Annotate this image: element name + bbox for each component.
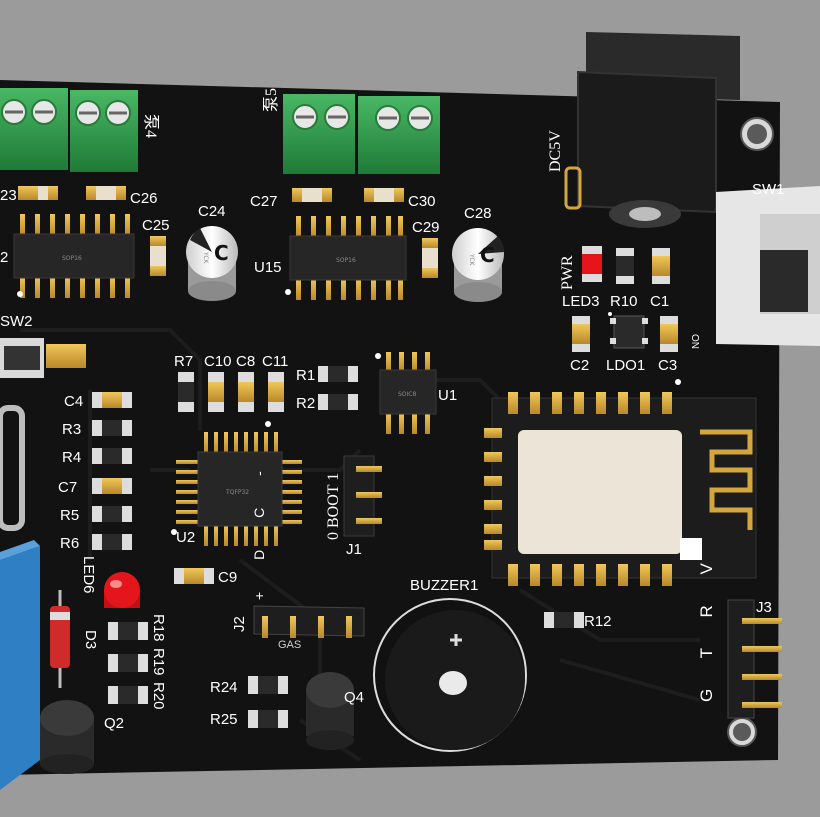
gas-sensor-header-j2 [253, 605, 365, 638]
ldo-regulator [610, 315, 648, 349]
label-r1: R1 [296, 367, 315, 384]
label-r12: R12 [584, 613, 612, 630]
label-u1: U1 [438, 387, 457, 404]
led6-red [104, 572, 140, 608]
label-r20: R20 [150, 682, 167, 710]
label-d3: D3 [82, 630, 99, 649]
label-led6: LED6 [80, 556, 97, 594]
dc-barrel-jack [564, 32, 740, 228]
chip-mark-sop16-right: SOP16 [336, 257, 356, 264]
label-c10: C10 [204, 353, 232, 370]
label-c2: C2 [570, 357, 589, 374]
label-r7: R7 [174, 353, 193, 370]
label-r2: R2 [296, 395, 315, 412]
buzzer [373, 598, 527, 752]
electrolytic-cap-c28 [452, 228, 504, 302]
label-r19: R19 [150, 648, 167, 676]
boot-header-j1 [343, 455, 382, 537]
label-buzzer: BUZZER1 [410, 577, 478, 594]
chip-sop16-right [289, 216, 407, 300]
label-q4: Q4 [344, 689, 364, 706]
transistor-q4 [306, 672, 354, 750]
cap-mark-c28: C [480, 243, 495, 267]
label-r24: R24 [210, 679, 238, 696]
label-r25: R25 [210, 711, 238, 728]
label-j2: J2 [231, 616, 248, 632]
label-c24: C24 [198, 203, 226, 220]
chip-sop16-left [13, 214, 135, 298]
label-r3: R3 [62, 421, 81, 438]
label-c23: 23 [0, 187, 17, 204]
label-j2-pins: + D C - [251, 457, 267, 600]
label-c30: C30 [408, 193, 436, 210]
silkscreen-dots [17, 289, 681, 535]
chip-mark-tqfp32: TQFP32 [225, 489, 249, 496]
label-c26: C26 [130, 190, 158, 207]
label-j2-sub: GAS [278, 639, 301, 651]
label-c1: C1 [650, 293, 669, 310]
smd-passives [18, 186, 678, 728]
label-sw2: SW2 [0, 313, 33, 330]
terminal-block-pump3 [0, 88, 68, 170]
label-c9: C9 [218, 569, 237, 586]
cap-sub-c24: YCK [202, 251, 209, 265]
chip-soic8-u1 [379, 352, 437, 434]
label-r10: R10 [610, 293, 638, 310]
label-on: ON [689, 334, 700, 349]
transistor-q2 [40, 700, 94, 774]
label-c29: C29 [412, 219, 440, 236]
cap-mark-c24: C [214, 241, 229, 265]
label-pump5: 泵5 [262, 88, 280, 112]
label-c7: C7 [58, 479, 77, 496]
label-led3: LED3 [562, 293, 600, 310]
label-j3-pins: G T R V [697, 550, 716, 702]
relay-blue [0, 540, 40, 790]
label-u-left: 2 [0, 249, 8, 266]
label-c3: C3 [658, 357, 677, 374]
crystal-oscillator [0, 405, 25, 531]
label-u2: U2 [176, 529, 195, 546]
terminal-block-pump4 [70, 90, 138, 172]
label-pwr: PWR [559, 255, 576, 290]
label-ldo1: LDO1 [606, 357, 645, 374]
label-c8: C8 [236, 353, 255, 370]
label-r18: R18 [150, 614, 167, 642]
label-q2: Q2 [104, 715, 124, 732]
electrolytic-cap-c24 [186, 226, 238, 301]
wifi-module [484, 392, 757, 586]
terminal-block-pump5a [283, 94, 355, 174]
label-c4: C4 [64, 393, 83, 410]
label-c27: C27 [250, 193, 278, 210]
label-r6: R6 [60, 535, 79, 552]
cap-sub-c28: YCK [468, 253, 475, 267]
label-dc5v: DC5V [547, 130, 564, 172]
chip-mark-soic8: SOIC8 [398, 391, 416, 398]
label-boot: 0 BOOT 1 [325, 473, 342, 540]
slide-switch-sw1 [716, 186, 820, 346]
tactile-switch-sw2 [0, 338, 86, 378]
label-c28: C28 [464, 205, 492, 222]
terminal-block-pump5b [358, 96, 440, 174]
label-r5: R5 [60, 507, 79, 524]
diode-d3 [50, 590, 70, 688]
silkscreen-labels: 泵4 泵5 23 C26 C27 C30 C24 C25 C28 C29 U15… [0, 88, 785, 732]
uart-header-j3 [727, 599, 782, 719]
chip-mark-sop16-left: SOP16 [62, 255, 82, 262]
chip-tqfp32-u2 [176, 432, 302, 546]
label-pump4: 泵4 [142, 114, 160, 138]
label-c11: C11 [262, 353, 288, 370]
label-j1: J1 [346, 541, 362, 558]
label-r4: R4 [62, 449, 81, 466]
label-u15: U15 [254, 259, 282, 276]
label-c25: C25 [142, 217, 170, 234]
label-sw1: SW1 [752, 181, 785, 198]
label-j3: J3 [756, 599, 772, 616]
